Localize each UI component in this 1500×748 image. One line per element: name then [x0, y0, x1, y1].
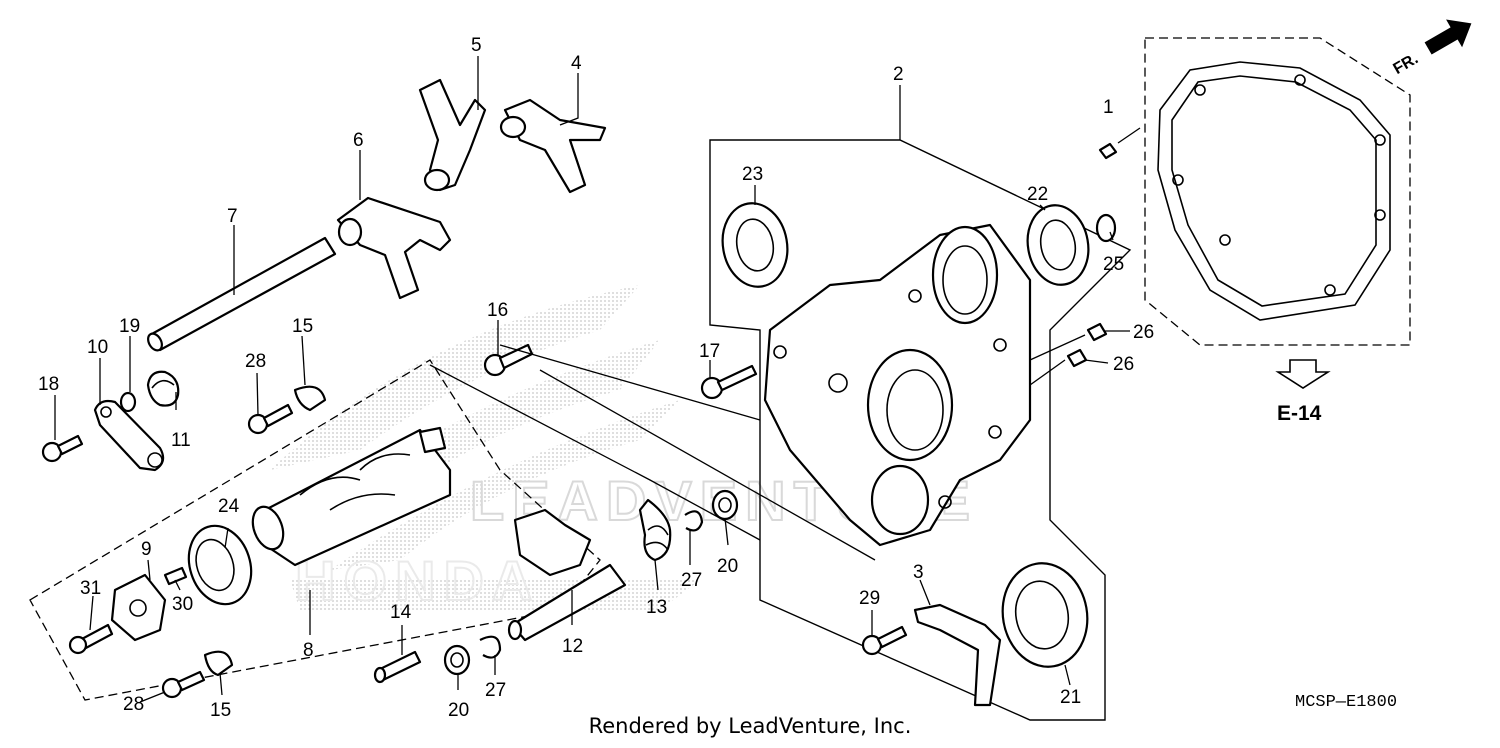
callout-20-upper: 20	[717, 556, 738, 577]
part-29-bolt[interactable]	[861, 625, 908, 656]
part-15-plate-lower[interactable]	[203, 650, 234, 677]
part-12-shift-spindle[interactable]	[507, 508, 627, 642]
callout-1: 1	[1103, 97, 1114, 118]
honda-watermark-text: HONDA	[295, 549, 540, 612]
part-19-washer[interactable]	[119, 391, 137, 413]
callout-14: 14	[390, 602, 412, 623]
gasket-boundary	[1144, 37, 1411, 346]
part-9-drum-cam[interactable]	[110, 573, 167, 642]
callout-2: 2	[893, 64, 904, 85]
callout-15-upper: 15	[292, 316, 313, 337]
callout-27-lower: 27	[485, 680, 506, 701]
part-22-bearing[interactable]	[1022, 200, 1095, 289]
part-20-washer-lower[interactable]	[443, 644, 471, 676]
callout-24: 24	[218, 496, 240, 517]
reference-down-arrow-icon	[1275, 359, 1331, 389]
part-3-plate[interactable]	[913, 603, 1002, 707]
shift-drum-assembly-boundary	[29, 359, 601, 701]
reference-label: E-14	[1277, 402, 1322, 425]
callout-23: 23	[742, 164, 763, 185]
callout-labels: 1 2 3 4 5 6 7 8 9 10 11 12 13 14 15 15 1…	[38, 35, 1154, 721]
callout-20-lower: 20	[448, 700, 469, 721]
reference-indicator: E-14	[1275, 359, 1331, 425]
callout-28-lower: 28	[123, 694, 144, 715]
part-23-bearing[interactable]	[716, 198, 794, 292]
callout-11: 11	[171, 430, 191, 451]
callout-8: 8	[303, 640, 314, 661]
callout-16: 16	[487, 300, 508, 321]
part-27-clip-upper[interactable]	[684, 510, 704, 532]
drawing-code: MCSP—E1800	[1295, 693, 1397, 712]
callout-10: 10	[87, 337, 108, 358]
part-24-bearing[interactable]	[179, 518, 261, 613]
part-21-bearing[interactable]	[995, 556, 1096, 673]
callout-28-upper: 28	[245, 351, 266, 372]
part-18-bolt[interactable]	[41, 434, 84, 463]
cover-assembly-frame	[709, 139, 1132, 721]
callout-5: 5	[471, 35, 482, 56]
callout-21: 21	[1060, 687, 1081, 708]
callout-26-lower: 26	[1113, 354, 1134, 375]
honda-wing-watermark: HONDA	[270, 285, 700, 613]
callout-17: 17	[699, 341, 720, 362]
part-5-shift-fork[interactable]	[418, 78, 487, 192]
callout-4: 4	[571, 53, 582, 74]
part-13-spring[interactable]	[638, 498, 672, 562]
part-1-dowel-pin[interactable]	[1098, 142, 1118, 160]
callout-15-lower: 15	[210, 700, 231, 721]
part-14-pin[interactable]	[373, 650, 422, 684]
part-31-bolt[interactable]	[68, 623, 114, 655]
callout-7: 7	[227, 206, 238, 227]
callout-29: 29	[859, 588, 880, 609]
callout-30: 30	[172, 594, 193, 615]
front-direction-indicator: FR.	[1390, 19, 1472, 78]
part-7-fork-shaft[interactable]	[145, 236, 337, 353]
part-27-clip-lower[interactable]	[479, 635, 502, 659]
part-28-bolt-upper[interactable]	[247, 403, 294, 435]
callout-13: 13	[646, 597, 667, 618]
part-15-plate-upper[interactable]	[293, 385, 327, 412]
callout-12: 12	[562, 636, 583, 657]
callout-31: 31	[80, 578, 101, 599]
part-6-shift-fork[interactable]	[336, 196, 452, 300]
callout-18: 18	[38, 374, 59, 395]
part-26-dowel-pin-upper[interactable]	[1086, 322, 1108, 342]
front-direction-label: FR.	[1390, 50, 1421, 78]
callout-19: 19	[119, 316, 140, 337]
leader-lines	[54, 56, 1141, 703]
credit-text: Rendered by LeadVenture, Inc.	[588, 714, 912, 738]
part-4-shift-fork[interactable]	[499, 98, 607, 194]
part-11-spring[interactable]	[146, 370, 180, 407]
part-8-shift-drum[interactable]	[247, 426, 452, 567]
part-20-washer-upper[interactable]	[711, 489, 739, 521]
callout-25: 25	[1103, 254, 1124, 275]
callout-27-upper: 27	[681, 570, 702, 591]
callout-6: 6	[353, 130, 364, 151]
part-30-pin[interactable]	[163, 566, 188, 586]
part-2-cover[interactable]	[763, 223, 1032, 547]
part-26-dowel-pin-lower[interactable]	[1066, 348, 1088, 368]
callout-3: 3	[913, 562, 924, 583]
front-direction-arrow-icon	[1424, 19, 1472, 55]
gasket[interactable]	[1157, 61, 1391, 321]
callout-26-upper: 26	[1133, 322, 1154, 343]
callout-22: 22	[1027, 184, 1048, 205]
callout-9: 9	[141, 539, 152, 560]
part-17-bolt[interactable]	[700, 364, 758, 400]
part-16-bolt[interactable]	[483, 343, 534, 377]
part-28-bolt-lower[interactable]	[161, 670, 206, 699]
